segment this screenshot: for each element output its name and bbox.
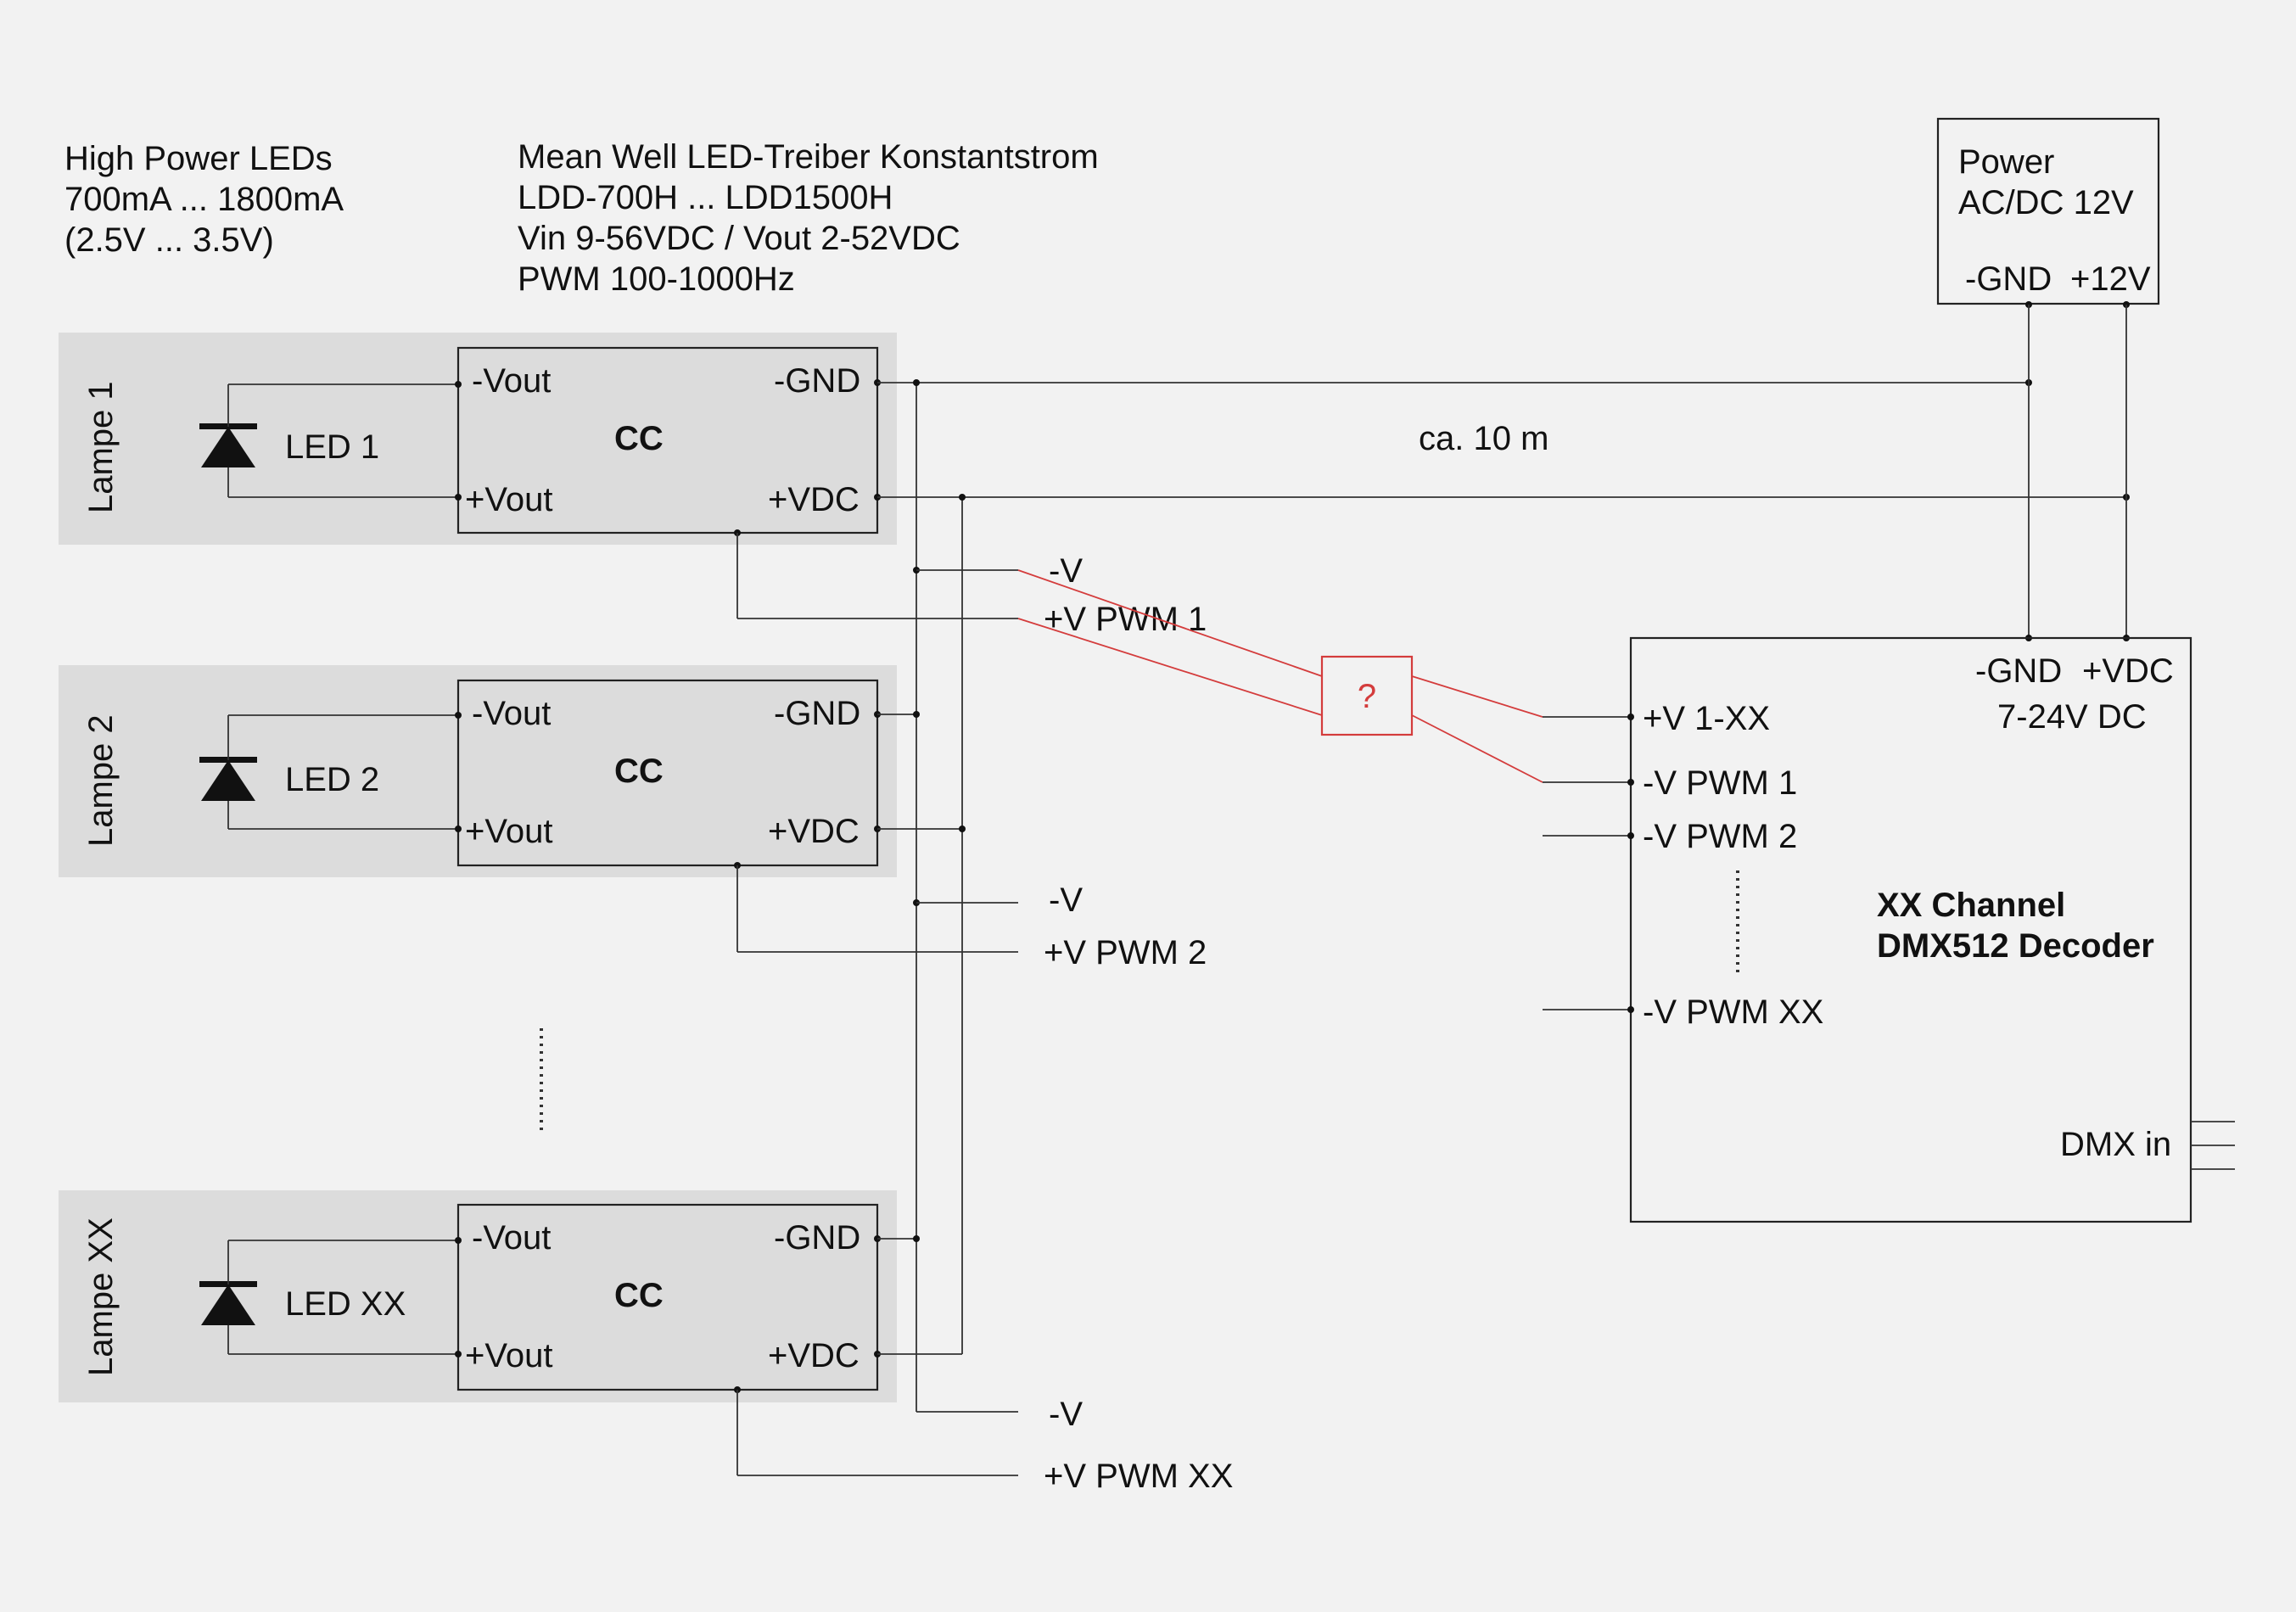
driver-note-line: Mean Well LED-Treiber Konstantstrom xyxy=(518,138,1099,176)
cable-length-label: ca. 10 m xyxy=(1419,420,1548,457)
led-xx-label: LED XX xyxy=(285,1285,406,1323)
led-1-label: LED 1 xyxy=(285,428,379,466)
cc-driver-2-box xyxy=(456,679,879,867)
led-note-line: 700mA ... 1800mA xyxy=(64,181,344,218)
lamp-xx: Lampe XX LED XX CC -Vout +Vout -GND +VDC xyxy=(59,1190,897,1402)
lamp-xx-label: Lampe XX xyxy=(82,1217,120,1376)
decoder-supply-label: 7-24V DC xyxy=(1997,698,2147,736)
gnd-terminal: -GND xyxy=(774,362,860,400)
driver-note-line: PWM 100-1000Hz xyxy=(518,260,795,298)
decoder-port-label: -V PWM 1 xyxy=(1643,764,1797,802)
cc-driver-xx-box xyxy=(456,1203,879,1391)
v-minus-label: -V xyxy=(1049,1396,1083,1433)
gnd-terminal: -GND xyxy=(774,1219,860,1257)
lamp-1-label: Lampe 1 xyxy=(82,381,120,513)
lamp-2-panel xyxy=(59,665,897,877)
led-note-line: High Power LEDs xyxy=(64,140,333,177)
decoder-vdc-terminal: +VDC xyxy=(2082,652,2174,690)
power-12v-terminal: +12V xyxy=(2070,260,2151,298)
unknown-component-label: ? xyxy=(1358,678,1376,715)
decoder-port-label: +V 1-XX xyxy=(1643,700,1770,737)
v-minus-label: -V xyxy=(1049,882,1083,919)
cc-driver-1-label: CC xyxy=(614,420,664,457)
v-pwm-label: +V PWM XX xyxy=(1044,1458,1233,1495)
dmx-decoder-box xyxy=(1629,636,2192,1223)
decoder-gnd-terminal: -GND xyxy=(1975,652,2062,690)
led-spec-note: High Power LEDs 700mA ... 1800mA (2.5V .… xyxy=(64,140,344,259)
vdc-terminal: +VDC xyxy=(768,1337,860,1374)
led-2-label: LED 2 xyxy=(285,761,379,798)
power-supply: Power AC/DC 12V -GND +12V xyxy=(1936,117,2160,308)
led-note-line: (2.5V ... 3.5V) xyxy=(64,221,274,259)
lamp-2-pwm-wiring: -V +V PWM 2 xyxy=(736,865,1207,971)
decoder-title-line: XX Channel xyxy=(1877,887,2065,924)
led-xx-diode-icon xyxy=(199,1240,458,1355)
lamp-2-label: Lampe 2 xyxy=(82,714,120,847)
v-pwm-label: +V PWM 1 xyxy=(1044,601,1207,638)
power-supply-box xyxy=(1936,117,2160,305)
lamp-1-panel xyxy=(59,333,897,545)
gnd-terminal: -GND xyxy=(774,695,860,732)
unknown-interface: ? xyxy=(1017,569,1543,783)
power-gnd-terminal: -GND xyxy=(1965,260,2052,298)
driver-spec-note: Mean Well LED-Treiber Konstantstrom LDD-… xyxy=(518,138,1099,298)
v-minus-label: -V xyxy=(1049,552,1083,590)
minus-vout-terminal: -Vout xyxy=(472,1219,551,1257)
vdc-terminal: +VDC xyxy=(768,813,860,850)
lamp-xx-pwm-wiring: -V +V PWM XX xyxy=(736,1390,1233,1495)
lamp-1: Lampe 1 LED 1 CC -Vout +Vout -GND +VDC xyxy=(59,333,897,545)
power-bus-wiring xyxy=(877,305,2130,1412)
dmx-decoder: -GND +VDC 7-24V DC +V 1-XX -V PWM 1 -V P… xyxy=(1543,636,2235,1223)
decoder-title-line: DMX512 Decoder xyxy=(1877,927,2154,965)
driver-note-line: LDD-700H ... LDD1500H xyxy=(518,179,893,216)
minus-vout-terminal: -Vout xyxy=(472,362,551,400)
lamp-1-pwm-wiring: -V +V PWM 1 xyxy=(736,533,1207,638)
vdc-terminal: +VDC xyxy=(768,481,860,518)
led-1-diode-icon xyxy=(199,383,458,498)
decoder-port-label: -V PWM 2 xyxy=(1643,818,1797,855)
cc-driver-xx-label: CC xyxy=(614,1277,664,1314)
decoder-port-label: -V PWM XX xyxy=(1643,994,1823,1031)
power-title-line: Power xyxy=(1958,143,2054,181)
plus-vout-terminal: +Vout xyxy=(465,1337,552,1374)
driver-note-line: Vin 9-56VDC / Vout 2-52VDC xyxy=(518,220,960,257)
cc-driver-1-box xyxy=(456,346,879,535)
minus-vout-terminal: -Vout xyxy=(472,695,551,732)
dmx-in-label: DMX in xyxy=(2060,1126,2171,1163)
plus-vout-terminal: +Vout xyxy=(465,481,552,518)
lamp-2: Lampe 2 LED 2 CC -Vout +Vout -GND +VDC xyxy=(59,665,897,877)
led-2-diode-icon xyxy=(199,714,458,830)
unknown-component-box xyxy=(1320,655,1414,736)
plus-vout-terminal: +Vout xyxy=(465,813,552,850)
v-pwm-label: +V PWM 2 xyxy=(1044,934,1207,971)
cc-driver-2-label: CC xyxy=(614,753,664,790)
lamp-xx-panel xyxy=(59,1190,897,1402)
power-title-line: AC/DC 12V xyxy=(1958,184,2134,221)
